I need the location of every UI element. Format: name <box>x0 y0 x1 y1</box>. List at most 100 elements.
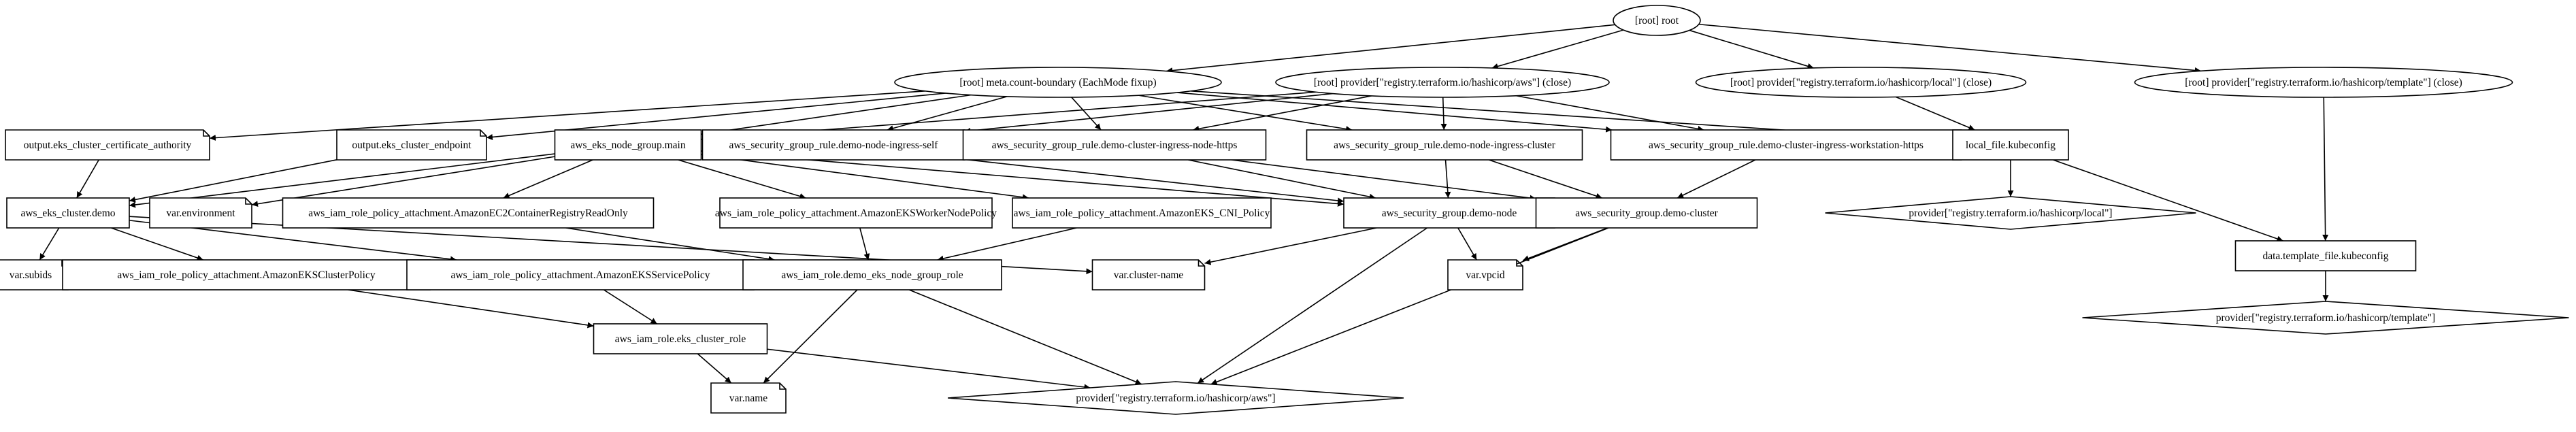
node-meta: [root] meta.count-boundary (EachMode fix… <box>894 67 1222 98</box>
node-shape <box>6 197 130 229</box>
node-vcn: var.cluster-name <box>1091 259 1206 290</box>
node-label: provider["registry.terraform.io/hashicor… <box>1909 207 2112 219</box>
node-shape <box>719 197 993 229</box>
node-shape <box>1825 196 2196 230</box>
node-pol-spol: aws_iam_role_policy_attachment.AmazonEKS… <box>406 259 755 290</box>
node-label: aws_security_group_rule.demo-node-ingres… <box>729 139 939 151</box>
node-shape <box>2082 301 2569 335</box>
node-role-ng: aws_iam_role.demo_eks_node_group_role <box>742 259 1002 290</box>
node-plocal-prov: provider["registry.terraform.io/hashicor… <box>1825 196 2196 230</box>
node-paws-prov: provider["registry.terraform.io/hashicor… <box>947 381 1404 415</box>
node-ptpl-prov: provider["registry.terraform.io/hashicor… <box>2082 301 2569 335</box>
node-shape <box>554 129 702 161</box>
node-label: aws_iam_role_policy_attachment.AmazonEKS… <box>715 207 997 219</box>
edge-meta-to-out_ca <box>209 90 926 142</box>
node-sgr-ws: aws_security_group_rule.demo-cluster-ing… <box>1610 129 1962 161</box>
node-shape <box>5 129 210 161</box>
node-out-ca: output.eks_cluster_certificate_authority <box>5 129 210 161</box>
node-shape <box>593 323 768 354</box>
edge-paws-to-sgr_cluster <box>1440 97 1447 131</box>
node-shape <box>1535 197 1758 229</box>
edge-meta-to-sgr_self <box>887 96 1008 131</box>
node-pol-worker: aws_iam_role_policy_attachment.AmazonEKS… <box>715 197 997 229</box>
edge-eks-to-pol_cpol <box>111 227 203 261</box>
node-shape <box>282 197 655 229</box>
node-pol-cni: aws_iam_role_policy_attachment.AmazonEKS… <box>1012 197 1272 229</box>
node-shape <box>406 259 755 290</box>
node-label: aws_eks_cluster.demo <box>20 207 115 219</box>
node-label: aws_iam_role_policy_attachment.AmazonEC2… <box>308 207 628 219</box>
node-label: aws_security_group_rule.demo-cluster-ing… <box>992 139 1238 151</box>
node-pol-ecr: aws_iam_role_policy_attachment.AmazonEC2… <box>282 197 655 229</box>
node-label: var.subids <box>10 269 52 281</box>
edge-meta-to-sgr_cluster <box>1138 95 1353 133</box>
edge-sg_node-to-vvpc <box>1457 227 1477 261</box>
node-shape <box>2134 67 2513 98</box>
node-plocal: [root] provider["registry.terraform.io/h… <box>1695 67 2027 98</box>
node-root: [root] root <box>1613 5 1701 36</box>
node-label: var.name <box>729 393 767 404</box>
node-vvpc: var.vpcid <box>1447 259 1523 290</box>
edge-sgr_https-to-sg_node <box>1188 159 1376 200</box>
node-shape <box>1952 129 2069 161</box>
edge-out_ep-to-eks <box>129 159 337 203</box>
edge-ptemplate-to-tpl <box>2322 97 2329 242</box>
edge-sg_cluster-to-paws_prov <box>1210 227 1609 385</box>
node-sg-cluster: aws_security_group.demo-cluster <box>1535 197 1758 229</box>
edge-pol_ecr-to-role_ng <box>565 227 775 263</box>
node-lf: local_file.kubeconfig <box>1952 129 2069 161</box>
edge-ng-to-pol_worker <box>678 159 806 199</box>
edge-sg_node-to-paws_prov <box>1197 227 1427 384</box>
node-shape <box>336 129 487 161</box>
edge-meta-to-ng <box>701 94 972 137</box>
node-label: var.cluster-name <box>1114 269 1184 281</box>
node-shape <box>1613 5 1701 36</box>
node-label: output.eks_cluster_endpoint <box>352 139 472 151</box>
node-label: aws_iam_role_policy_attachment.AmazonEKS… <box>1014 207 1270 219</box>
node-paws: [root] provider["registry.terraform.io/h… <box>1275 67 1610 98</box>
node-vsub: var.subids <box>0 259 69 290</box>
nodes: [root] root [root] meta.count-boundary (E… <box>0 5 2569 415</box>
node-ptemplate: [root] provider["registry.terraform.io/h… <box>2134 67 2513 98</box>
node-shape <box>149 197 252 229</box>
node-eks: aws_eks_cluster.demo <box>6 197 130 229</box>
node-shape <box>1610 129 1962 161</box>
node-label: aws_security_group_rule.demo-node-ingres… <box>1334 139 1556 151</box>
node-sgr-self: aws_security_group_rule.demo-node-ingres… <box>701 129 965 161</box>
node-shape <box>947 381 1404 415</box>
edge-sgr_ws-to-sg_cluster <box>1677 159 1756 199</box>
edge-root-to-meta <box>1166 24 1615 74</box>
edges <box>39 23 2329 391</box>
node-label: [root] provider["registry.terraform.io/h… <box>2185 77 2462 88</box>
edge-meta-to-sgr_https <box>1071 97 1102 131</box>
node-role-cl: aws_iam_role.eks_cluster_role <box>593 323 768 354</box>
node-label: [root] root <box>1635 15 1679 27</box>
edge-ng-to-venv <box>251 156 555 207</box>
edge-pol_worker-to-role_ng <box>859 227 870 261</box>
edge-root-to-ptemplate <box>1698 23 2201 73</box>
edge-role_ng-to-paws_prov <box>908 289 1142 385</box>
node-shape <box>2234 240 2417 271</box>
node-label: aws_iam_role_policy_attachment.AmazonEKS… <box>451 269 710 281</box>
edge-role_cl-to-vname <box>697 353 732 384</box>
node-sgr-https: aws_security_group_rule.demo-cluster-ing… <box>962 129 1267 161</box>
node-label: provider["registry.terraform.io/hashicor… <box>1076 393 1275 404</box>
node-label: data.template_file.kubeconfig <box>2262 250 2388 262</box>
edge-pol_cpol-to-role_cl <box>348 289 594 329</box>
node-shape <box>894 67 1222 98</box>
node-shape <box>1306 129 1583 161</box>
node-venv: var.environment <box>149 197 252 229</box>
node-label: var.vpcid <box>1466 269 1504 281</box>
node-sg-node: aws_security_group.demo-node <box>1343 197 1555 229</box>
edge-sgr_https-to-sg_cluster <box>1231 159 1536 201</box>
edge-paws-to-sgr_ws <box>1516 95 1704 132</box>
edge-root-to-paws <box>1491 29 1624 69</box>
node-shape <box>62 259 431 290</box>
node-sgr-cluster: aws_security_group_rule.demo-node-ingres… <box>1306 129 1583 161</box>
edge-lf-to-tpl <box>2053 159 2283 242</box>
node-shape <box>1091 259 1206 290</box>
node-label: aws_eks_node_group.main <box>570 139 685 151</box>
node-label: aws_iam_role.demo_eks_node_group_role <box>781 269 963 281</box>
node-label: provider["registry.terraform.io/hashicor… <box>2216 312 2435 324</box>
node-label: aws_iam_role.eks_cluster_role <box>615 333 746 345</box>
